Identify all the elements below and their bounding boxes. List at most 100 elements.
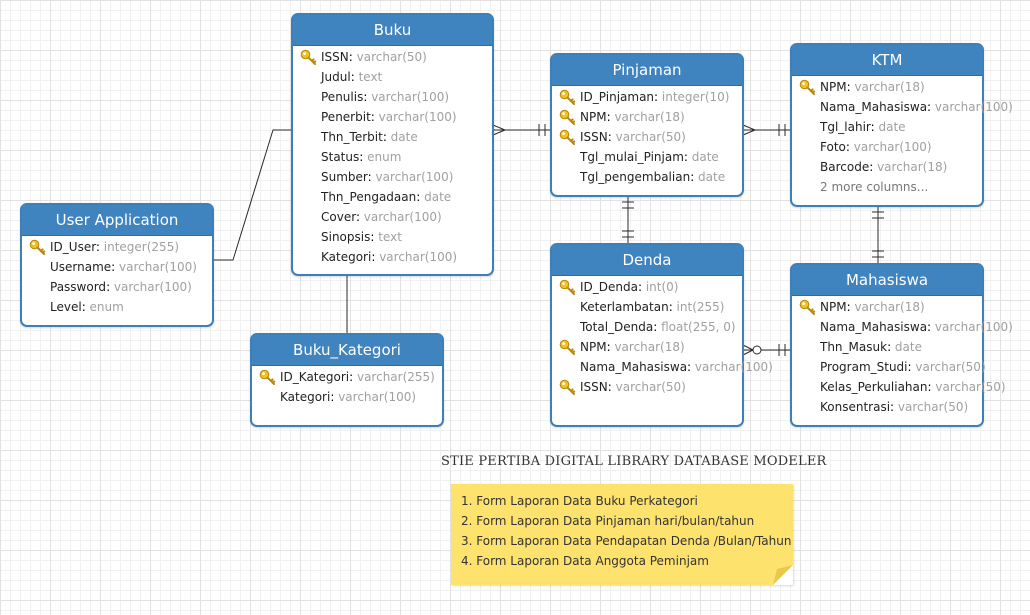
attribute-type: date bbox=[878, 120, 906, 134]
attribute-name: Kelas_Perkuliahan bbox=[820, 380, 928, 394]
attribute-row[interactable]: Konsentrasi: varchar(50) bbox=[792, 397, 982, 417]
attribute-separator: : bbox=[330, 390, 339, 404]
attribute-name: Foto bbox=[820, 140, 846, 154]
note-item-1: 1. Form Laporan Data Buku Perkategori bbox=[461, 494, 698, 508]
attribute-row[interactable]: Sumber: varchar(100) bbox=[293, 167, 492, 187]
attribute-separator: : bbox=[607, 130, 616, 144]
attribute-row[interactable]: Status: enum bbox=[293, 147, 492, 167]
attribute-row[interactable]: Penulis: varchar(100) bbox=[293, 87, 492, 107]
attribute-row[interactable]: NPM: varchar(18) bbox=[552, 107, 742, 127]
attribute-row[interactable]: Nama_Mahasiswa: varchar(100) bbox=[792, 97, 1013, 117]
attribute-row[interactable]: Judul: text bbox=[293, 67, 492, 87]
attribute-row[interactable]: Password: varchar(100) bbox=[22, 277, 212, 297]
rel-denda-mahasiswa-crow-a bbox=[742, 344, 754, 351]
attribute-name: Password bbox=[50, 280, 107, 294]
attribute-row[interactable]: Kelas_Perkuliahan: varchar(50) bbox=[792, 377, 1006, 397]
attribute-type: varchar(50) bbox=[615, 130, 686, 144]
attribute-row[interactable]: ID_Kategori: varchar(255) bbox=[252, 367, 442, 387]
attribute-type: varchar(100) bbox=[934, 100, 1013, 114]
attribute-row[interactable]: ISSN: varchar(50) bbox=[552, 377, 742, 397]
attribute-name: ISSN bbox=[580, 380, 608, 394]
attribute-type: text bbox=[378, 230, 402, 244]
attribute-row[interactable]: Kategori: varchar(100) bbox=[293, 247, 492, 267]
attribute-type: enum bbox=[367, 150, 402, 164]
rel-denda-mahasiswa-ring bbox=[752, 345, 762, 355]
attribute-type: integer(10) bbox=[661, 90, 730, 104]
attribute-separator: : bbox=[654, 90, 662, 104]
attribute-row[interactable]: Barcode: varchar(18) bbox=[792, 157, 982, 177]
attribute-name: NPM bbox=[580, 340, 607, 354]
attribute-name: Status bbox=[321, 150, 360, 164]
more-columns-link[interactable]: 2 more columns... bbox=[792, 177, 982, 197]
entity-title: Denda bbox=[552, 245, 742, 276]
attribute-type: varchar(100) bbox=[375, 170, 454, 184]
primary-key-icon bbox=[300, 49, 317, 65]
attribute-row[interactable]: Total_Denda: float(255, 0) bbox=[552, 317, 742, 337]
attribute-row[interactable]: Nama_Mahasiswa: varchar(100) bbox=[552, 357, 773, 377]
attribute-separator: : bbox=[690, 170, 699, 184]
attribute-row[interactable]: Username: varchar(100) bbox=[22, 257, 212, 277]
attribute-separator: : bbox=[607, 380, 616, 394]
attribute-type: varchar(18) bbox=[877, 160, 948, 174]
attribute-row[interactable]: Thn_Masuk: date bbox=[792, 337, 982, 357]
attribute-separator: : bbox=[668, 300, 677, 314]
attribute-row[interactable]: Level: enum bbox=[22, 297, 212, 317]
attribute-type: varchar(100) bbox=[363, 210, 442, 224]
note-item-3: 3. Form Laporan Data Pendapatan Denda /B… bbox=[461, 534, 792, 548]
attribute-row[interactable]: Kategori: varchar(100) bbox=[252, 387, 442, 407]
attribute-row[interactable]: NPM: varchar(18) bbox=[792, 297, 982, 317]
entity-body: NPM: varchar(18)Nama_Mahasiswa: varchar(… bbox=[792, 76, 1013, 197]
attribute-row[interactable]: Thn_Terbit: date bbox=[293, 127, 492, 147]
note-item-4: 4. Form Laporan Data Anggota Peminjam bbox=[461, 554, 709, 568]
attribute-separator: : bbox=[606, 340, 615, 354]
rel-user-buku[interactable] bbox=[213, 129, 292, 261]
attribute-row[interactable]: Nama_Mahasiswa: varchar(100) bbox=[792, 317, 1013, 337]
attribute-separator: : bbox=[367, 170, 376, 184]
attribute-row[interactable]: Tgl_pengembalian: date bbox=[552, 167, 742, 187]
attribute-row[interactable]: Cover: varchar(100) bbox=[293, 207, 492, 227]
attribute-row[interactable]: Foto: varchar(100) bbox=[792, 137, 982, 157]
primary-key-icon bbox=[559, 339, 576, 355]
attribute-row[interactable]: Penerbit: varchar(100) bbox=[293, 107, 492, 127]
attribute-name: Thn_Pengadaan bbox=[321, 190, 417, 204]
attribute-row[interactable]: ISSN: varchar(50) bbox=[293, 47, 492, 67]
note-fold-corner-icon bbox=[773, 565, 793, 585]
attribute-row[interactable]: Thn_Pengadaan: date bbox=[293, 187, 492, 207]
attribute-name: ID_Kategori bbox=[280, 370, 350, 384]
attribute-separator: : bbox=[606, 110, 615, 124]
attribute-row[interactable]: ID_User: integer(255) bbox=[22, 237, 212, 257]
sticky-note[interactable]: 1. Form Laporan Data Buku Perkategori 2.… bbox=[451, 484, 793, 585]
attribute-row[interactable]: ID_Pinjaman: integer(10) bbox=[552, 87, 742, 107]
attribute-separator: : bbox=[637, 280, 646, 294]
attribute-type: varchar(50) bbox=[915, 360, 986, 374]
attribute-row[interactable]: Sinopsis: text bbox=[293, 227, 492, 247]
attribute-name: NPM bbox=[820, 80, 847, 94]
attribute-row[interactable]: NPM: varchar(18) bbox=[552, 337, 742, 357]
attribute-row[interactable]: Tgl_lahir: date bbox=[792, 117, 982, 137]
attribute-type: varchar(18) bbox=[854, 300, 925, 314]
attribute-row[interactable]: ID_Denda: int(0) bbox=[552, 277, 742, 297]
attribute-type: date bbox=[691, 150, 719, 164]
attribute-type: varchar(100) bbox=[378, 110, 457, 124]
attribute-row[interactable]: Keterlambatan: int(255) bbox=[552, 297, 742, 317]
attribute-separator: : bbox=[653, 320, 662, 334]
attribute-separator: : bbox=[111, 260, 120, 274]
attribute-type: varchar(18) bbox=[614, 110, 685, 124]
attribute-row[interactable]: Tgl_mulai_Pinjam: date bbox=[552, 147, 742, 167]
attribute-row[interactable]: NPM: varchar(18) bbox=[792, 77, 982, 97]
attribute-separator: : bbox=[869, 160, 878, 174]
attribute-row[interactable]: ISSN: varchar(50) bbox=[552, 127, 742, 147]
attribute-name: Kategori bbox=[280, 390, 331, 404]
attribute-row[interactable]: Program_Studi: varchar(50) bbox=[792, 357, 986, 377]
primary-key-icon bbox=[259, 369, 276, 385]
attribute-type: int(255) bbox=[676, 300, 725, 314]
attribute-name: ISSN bbox=[580, 130, 608, 144]
